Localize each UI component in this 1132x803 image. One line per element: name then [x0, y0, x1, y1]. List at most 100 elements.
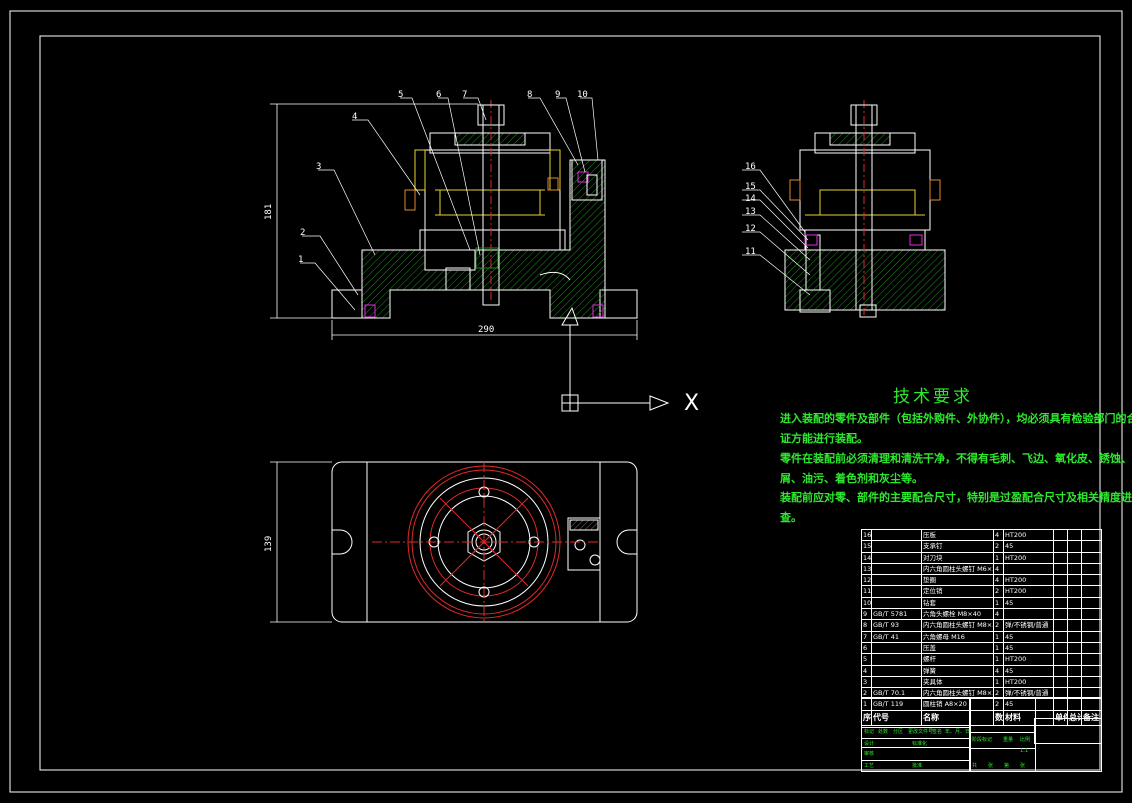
- tb-label-zone: 分区: [893, 729, 904, 735]
- bom-cell: 3: [862, 676, 872, 688]
- bom-cell: 12: [863, 575, 872, 586]
- bom-cell: [1082, 643, 1101, 653]
- bom-cell: 14: [863, 552, 872, 563]
- bom-cell: 4: [994, 609, 1004, 620]
- bom-cell: [1068, 597, 1082, 609]
- inner-border: [39, 35, 1101, 771]
- bom-cell: 16: [863, 530, 872, 541]
- balloon-10: 10: [577, 90, 588, 100]
- bom-cell: [1082, 677, 1101, 687]
- bom-cell: [1054, 620, 1068, 631]
- tb-label-count: 处数: [878, 729, 889, 735]
- dim-front-height: 181: [264, 203, 274, 220]
- bom-cell: 6: [862, 642, 872, 654]
- axis-x-label: X: [684, 391, 700, 416]
- bom-cell: [1054, 541, 1068, 552]
- bom-cell: [1082, 620, 1101, 630]
- bom-cell: 8: [862, 620, 872, 631]
- front-section-view: [331, 100, 638, 319]
- bom-cell: [1082, 553, 1101, 563]
- bom-cell: 9: [862, 609, 872, 620]
- bom-cell: [872, 597, 922, 609]
- bom-cell: 垫圈: [922, 575, 994, 586]
- bom-cell: [1054, 665, 1068, 676]
- bom-cell: 1: [994, 642, 1004, 654]
- bom-cell: [1054, 586, 1068, 597]
- balloon-3: 3: [316, 162, 322, 172]
- tb-scale-value: 1:1: [1020, 748, 1029, 754]
- tb-label-process: 工艺: [864, 763, 875, 769]
- bom-cell: [1082, 666, 1101, 676]
- bom-header-cell: 单件: [1054, 710, 1068, 725]
- tb-label-design: 设计: [864, 741, 875, 747]
- balloon-1: 1: [298, 255, 304, 265]
- bom-cell: [872, 665, 922, 676]
- bom-cell: 45: [1004, 665, 1054, 676]
- bom-cell: [1054, 642, 1068, 654]
- bom-cell: [872, 575, 922, 586]
- bom-cell: [1068, 575, 1082, 586]
- bom-cell: [1082, 654, 1101, 664]
- bom-cell: 4: [994, 530, 1004, 541]
- bom-cell: GB/T 70.1: [872, 688, 922, 699]
- bom-cell: 六角头螺栓 M8×40: [922, 609, 994, 620]
- tech-requirements-title: 技术要求: [893, 387, 973, 407]
- bom-cell: 2: [994, 699, 1004, 710]
- bom-cell: [1068, 586, 1082, 597]
- bom-cell: 2: [994, 620, 1004, 631]
- title-block-row-d: [1034, 718, 1102, 744]
- balloon-14: 14: [745, 194, 756, 204]
- bom-cell: [1068, 552, 1082, 563]
- bom-cell: [872, 642, 922, 654]
- bom-cell: GB/T 119: [872, 699, 922, 710]
- bom-cell: HT200: [1004, 676, 1054, 688]
- bom-header-cell: 备注: [1083, 712, 1099, 722]
- side-section-view: [784, 100, 946, 318]
- top-dimensions: [270, 461, 332, 623]
- balloon-12: 12: [745, 224, 756, 234]
- bom-cell: [1082, 564, 1101, 574]
- bom-cell: HT200: [1004, 530, 1054, 541]
- bom-cell: [1082, 530, 1101, 540]
- bom-cell: 7: [862, 631, 872, 642]
- tb-label-review: 审核: [864, 751, 875, 757]
- balloon-2: 2: [300, 228, 306, 238]
- bom-cell: [1054, 597, 1068, 609]
- bom-header-cell: 代号: [872, 710, 922, 725]
- bom-cell: [872, 586, 922, 597]
- balloon-15: 15: [745, 182, 756, 192]
- balloon-4: 4: [352, 112, 358, 122]
- bom-cell: [1054, 609, 1068, 620]
- bom-cell: 45: [1004, 631, 1054, 642]
- bom-cell: [872, 563, 922, 575]
- balloon-13: 13: [745, 207, 756, 217]
- bom-cell: 15: [863, 541, 872, 552]
- bom-cell: 内六角圆柱头螺钉 M8×30: [923, 620, 994, 631]
- tb-label-sheets: 张: [988, 763, 994, 769]
- dim-front-width: 290: [478, 325, 495, 335]
- balloon-6: 6: [436, 90, 442, 100]
- front-leaders: [300, 97, 599, 311]
- bom-cell: [872, 541, 922, 552]
- bom-cell: 1: [862, 699, 872, 710]
- tech-line-4: 屑、油污、着色剂和灰尘等。: [780, 472, 923, 485]
- bom-cell: 圆柱销 A8×20: [922, 699, 994, 710]
- bom-cell: [1004, 563, 1054, 575]
- bom-cell: [1068, 631, 1082, 642]
- bom-cell: 13: [863, 563, 872, 575]
- bom-cell: 1: [994, 597, 1004, 609]
- tb-label-mark: 标记: [864, 729, 875, 735]
- bom-cell: [1068, 620, 1082, 631]
- top-view: [331, 461, 638, 623]
- tech-line-2: 证方能进行装配。: [780, 432, 868, 445]
